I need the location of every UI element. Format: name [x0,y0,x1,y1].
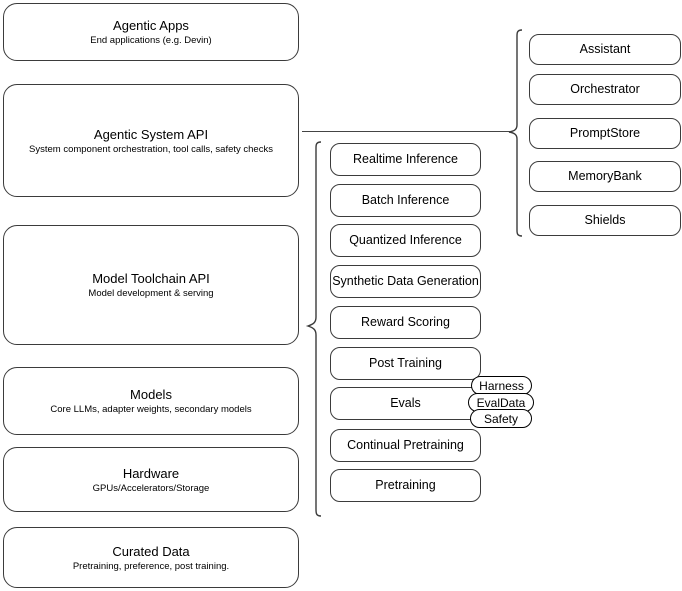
toolchain-component-label: Reward Scoring [361,315,450,329]
toolchain-component-label: Pretraining [375,478,436,492]
brace-system-components [508,29,523,237]
toolchain-component-label: Synthetic Data Generation [332,274,479,288]
toolchain-component-pretraining[interactable]: Pretraining [330,469,481,502]
toolchain-component-quantized-inference[interactable]: Quantized Inference [330,224,481,257]
toolchain-component-label: Post Training [369,356,442,370]
layer-subtitle: Model development & serving [88,288,214,299]
toolchain-component-post-training[interactable]: Post Training [330,347,481,380]
toolchain-component-reward-scoring[interactable]: Reward Scoring [330,306,481,339]
evals-pill-evaldata[interactable]: EvalData [468,393,534,412]
system-component-orchestrator[interactable]: Orchestrator [529,74,681,105]
system-component-label: Assistant [579,42,631,56]
layer-box-agentic-system-api[interactable]: Agentic System API System component orch… [3,84,299,197]
connector-line-system-api [302,131,510,132]
layer-subtitle: GPUs/Accelerators/Storage [92,482,210,494]
layer-box-models[interactable]: Models Core LLMs, adapter weights, secon… [3,367,299,435]
layer-box-curated-data[interactable]: Curated Data Pretraining, preference, po… [3,527,299,588]
system-component-shields[interactable]: Shields [529,205,681,236]
toolchain-component-label: Continual Pretraining [347,438,464,452]
toolchain-component-label: Realtime Inference [353,152,458,166]
layer-title: Agentic System API [93,126,209,142]
evals-pill-label: Safety [483,411,519,426]
system-component-assistant[interactable]: Assistant [529,34,681,65]
layer-subtitle: System component orchestration, tool cal… [29,143,273,155]
layer-title: Hardware [122,465,180,481]
system-component-label: Shields [584,213,626,227]
toolchain-component-synthetic-data-generation[interactable]: Synthetic Data Generation [330,265,481,298]
evals-pill-label: EvalData [476,395,526,410]
layer-box-model-toolchain-api[interactable]: Model Toolchain API Model development & … [3,225,299,345]
layer-title: Agentic Apps [113,18,189,33]
toolchain-component-realtime-inference[interactable]: Realtime Inference [330,143,481,176]
system-component-label: PromptStore [569,126,641,140]
evals-pill-label: Harness [479,378,524,393]
toolchain-component-label: Evals [390,396,421,410]
layer-title: Curated Data [112,543,190,559]
evals-pill-safety[interactable]: Safety [470,409,532,428]
toolchain-component-label: Quantized Inference [349,233,462,247]
toolchain-component-label: Batch Inference [361,193,450,207]
system-component-promptstore[interactable]: PromptStore [529,118,681,149]
layer-subtitle: Pretraining, preference, post training. [72,560,230,572]
system-component-memorybank[interactable]: MemoryBank [529,161,681,192]
brace-toolchain-components [305,141,322,517]
toolchain-component-continual-pretraining[interactable]: Continual Pretraining [330,429,481,462]
toolchain-component-batch-inference[interactable]: Batch Inference [330,184,481,217]
layer-title: Model Toolchain API [92,271,210,286]
layer-box-agentic-apps[interactable]: Agentic Apps End applications (e.g. Devi… [3,3,299,61]
layer-box-hardware[interactable]: Hardware GPUs/Accelerators/Storage [3,447,299,512]
toolchain-component-evals[interactable]: Evals [330,387,481,420]
system-component-label: MemoryBank [568,169,642,183]
layer-subtitle: Core LLMs, adapter weights, secondary mo… [50,404,252,415]
system-component-label: Orchestrator [570,82,640,96]
layer-subtitle: End applications (e.g. Devin) [90,35,212,46]
layer-title: Models [130,387,172,402]
